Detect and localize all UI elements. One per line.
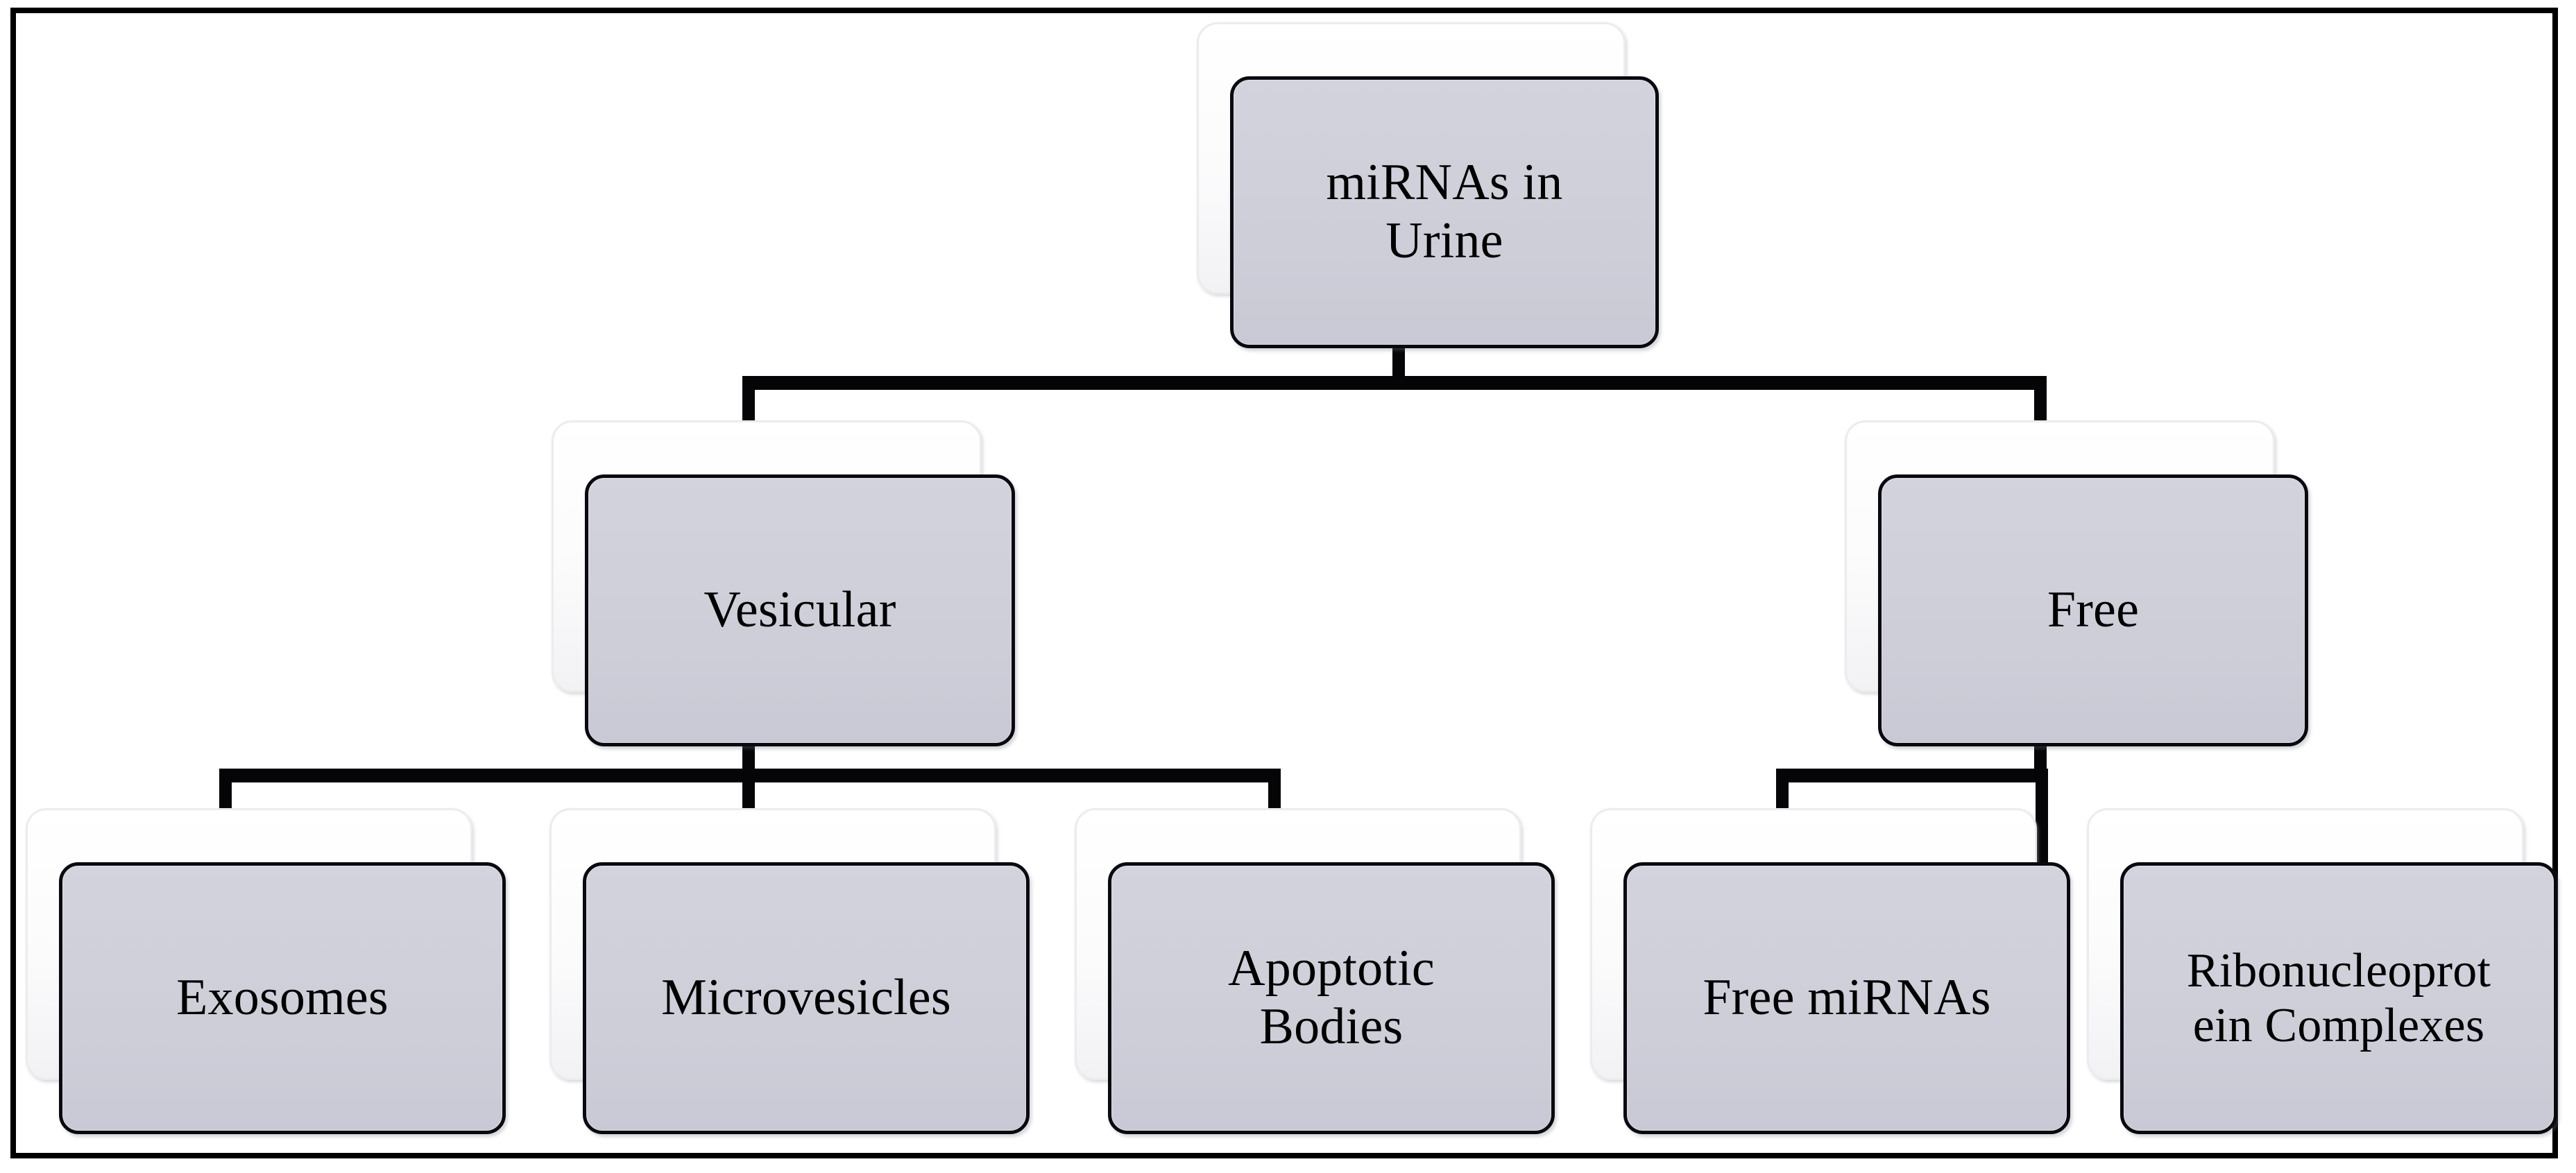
- connector-drop-ribonucleoprotein: [2036, 769, 2048, 874]
- node-apoptotic-bodies[interactable]: Apoptotic Bodies: [1075, 808, 1555, 1134]
- node-label-apoptotic-bodies: Apoptotic Bodies: [1228, 940, 1435, 1055]
- node-label-exosomes: Exosomes: [176, 969, 389, 1027]
- node-body[interactable]: Exosomes: [59, 862, 506, 1134]
- node-label-free: Free: [2047, 581, 2140, 639]
- node-body[interactable]: Free miRNAs: [1623, 862, 2070, 1134]
- node-label-mirnas-in-urine: miRNAs in Urine: [1326, 154, 1563, 269]
- node-label-free-mirnas: Free miRNAs: [1703, 969, 1991, 1027]
- node-body[interactable]: Microvesicles: [583, 862, 1030, 1134]
- node-body[interactable]: Vesicular: [585, 474, 1015, 746]
- node-label-microvesicles: Microvesicles: [661, 969, 951, 1027]
- node-microvesicles[interactable]: Microvesicles: [549, 808, 1030, 1134]
- node-label-vesicular: Vesicular: [703, 581, 896, 639]
- node-body[interactable]: Ribonucleoprot ein Complexes: [2120, 862, 2557, 1134]
- node-label-ribonucleoprotein-complexes: Ribonucleoprot ein Complexes: [2186, 943, 2491, 1052]
- node-body[interactable]: Free: [1878, 474, 2308, 746]
- node-body[interactable]: Apoptotic Bodies: [1108, 862, 1555, 1134]
- node-body[interactable]: miRNAs in Urine: [1230, 76, 1659, 348]
- connector-root-bus: [742, 376, 2047, 390]
- node-free[interactable]: Free: [1845, 420, 2308, 746]
- connector-free-bus: [1776, 769, 2048, 782]
- node-mirnas-in-urine[interactable]: miRNAs in Urine: [1197, 22, 1659, 348]
- node-vesicular[interactable]: Vesicular: [552, 420, 1015, 746]
- node-free-mirnas[interactable]: Free miRNAs: [1590, 808, 2070, 1134]
- node-ribonucleoprotein-complexes[interactable]: Ribonucleoprot ein Complexes: [2087, 808, 2557, 1134]
- node-exosomes[interactable]: Exosomes: [26, 808, 506, 1134]
